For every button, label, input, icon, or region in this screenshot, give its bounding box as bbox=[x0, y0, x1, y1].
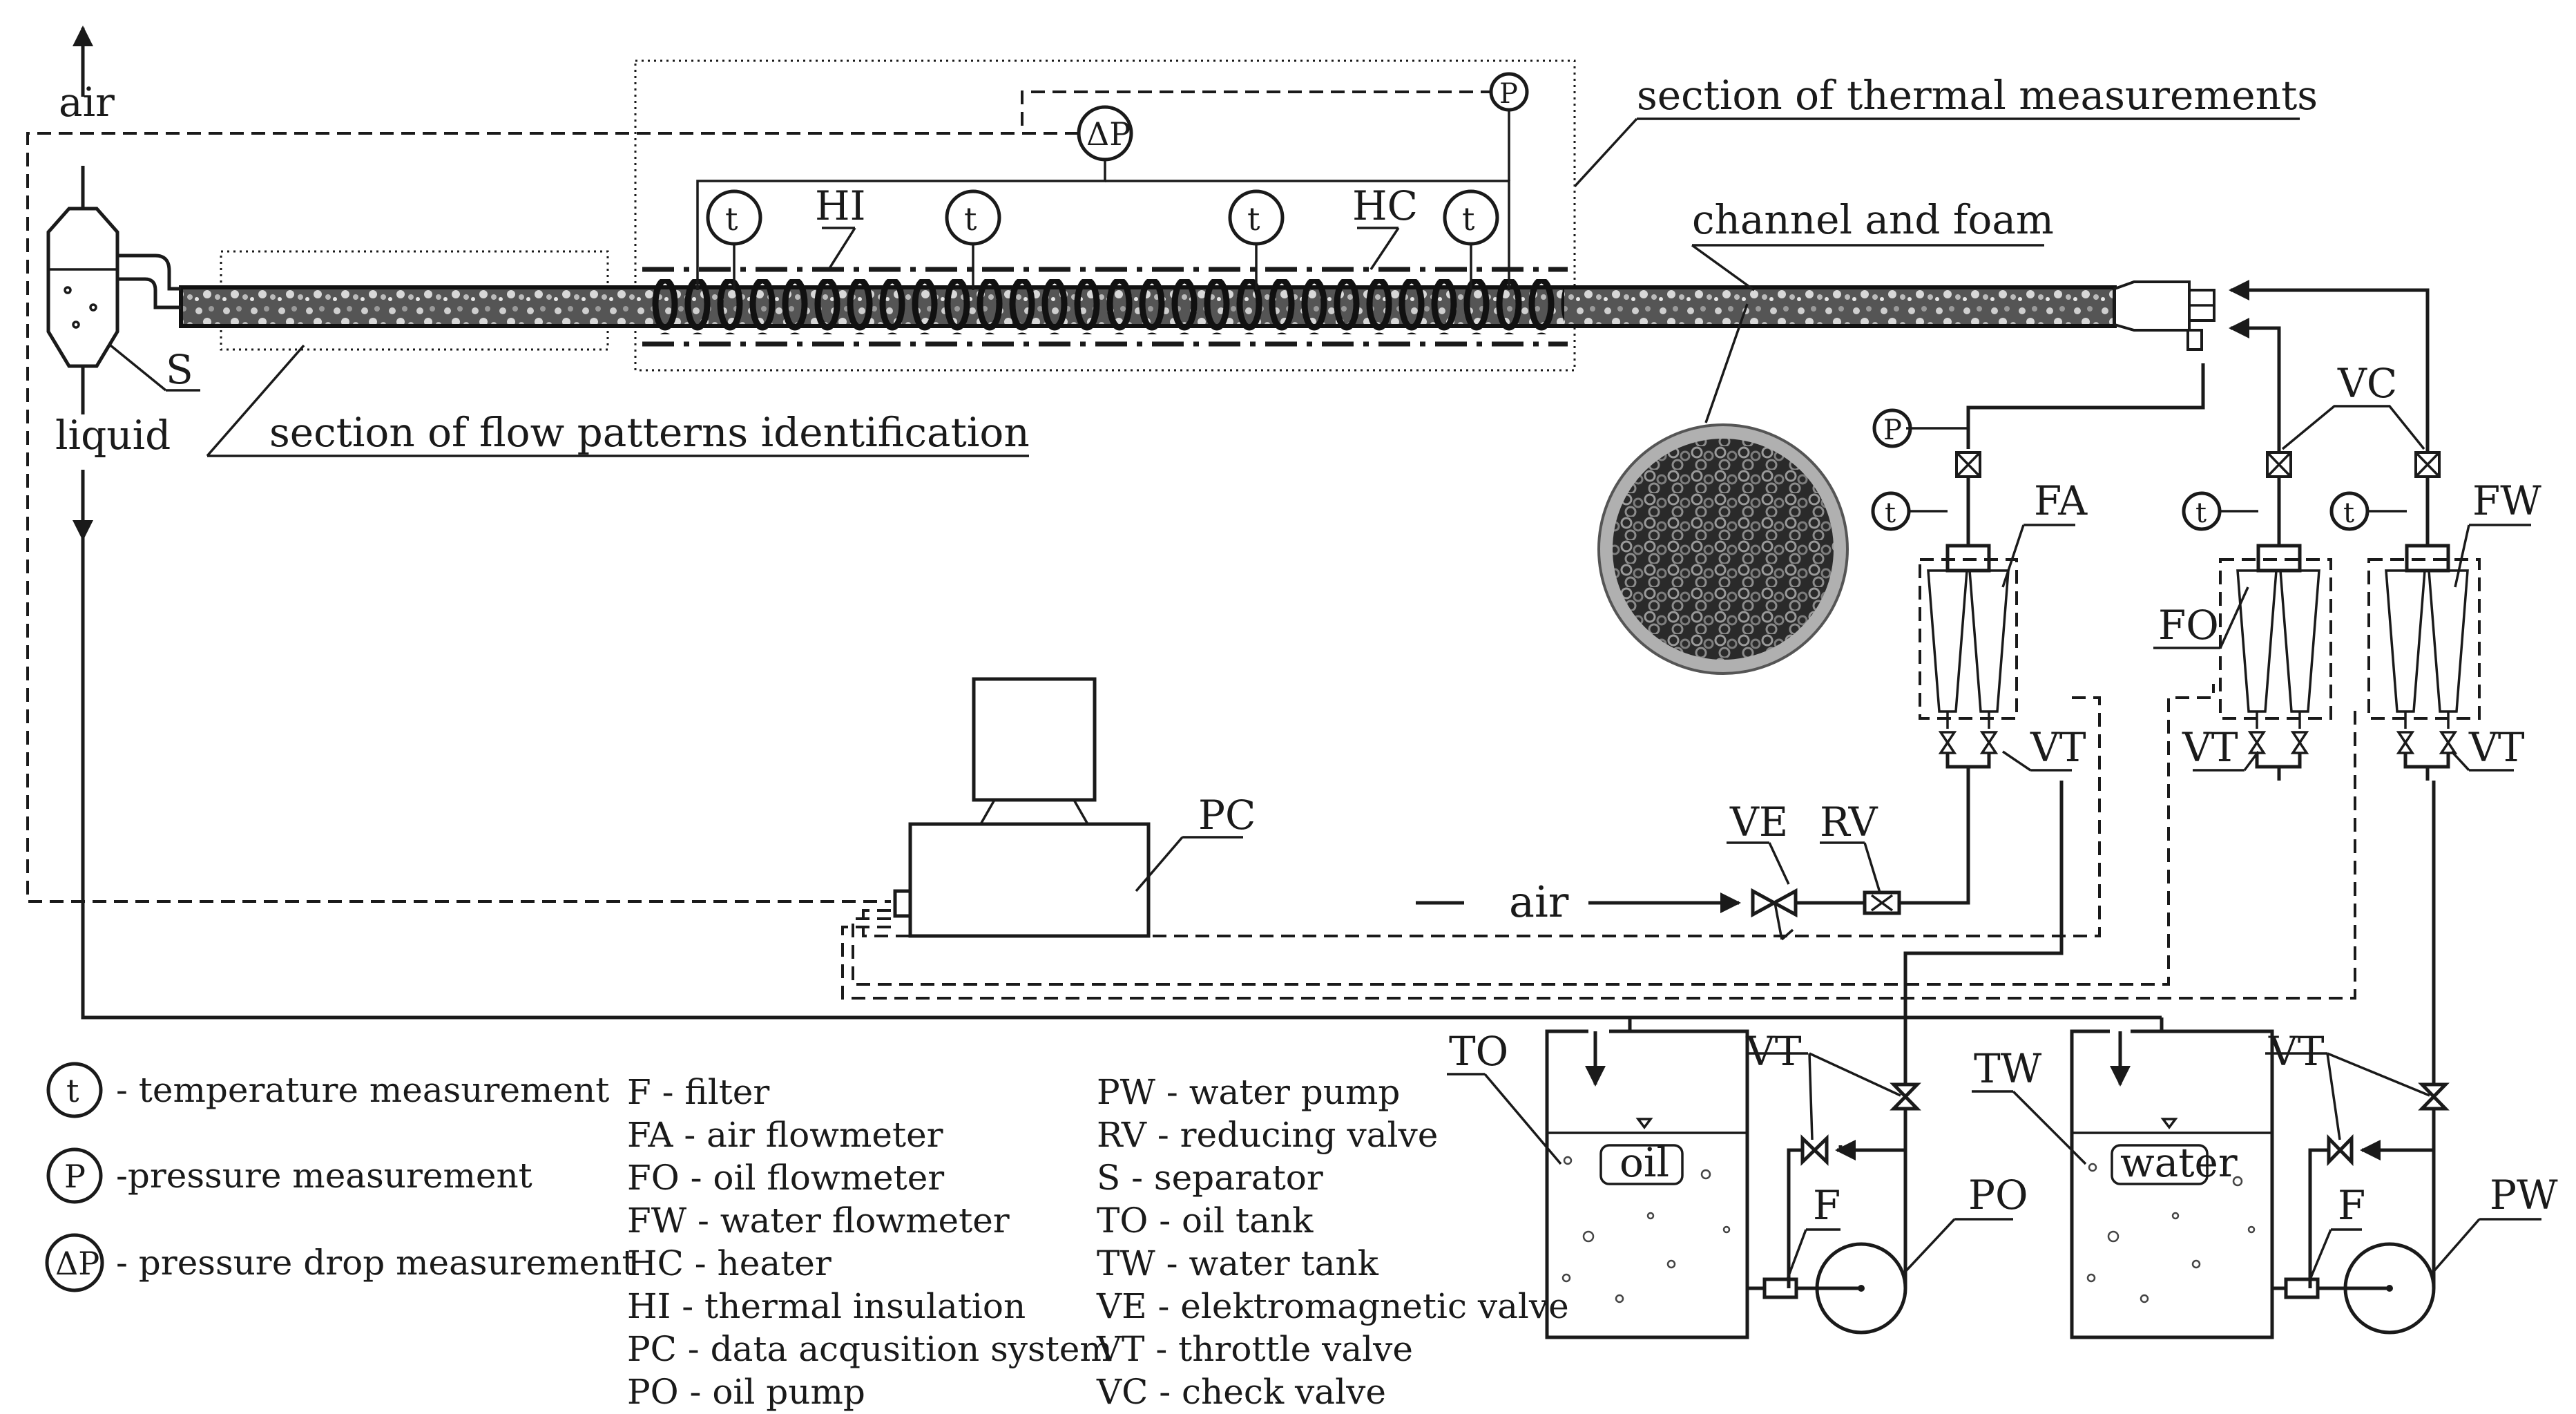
flow-section-label: section of flow patterns identification bbox=[269, 409, 1030, 456]
outlet-fitting bbox=[2113, 280, 2191, 332]
legend-item: HI - thermal insulation bbox=[627, 1286, 1026, 1326]
fo-t-label: t bbox=[2195, 497, 2207, 529]
air-flowmeter bbox=[1919, 544, 2018, 781]
legend-item: VT - throttle valve bbox=[1096, 1329, 1413, 1369]
heater-coil bbox=[646, 279, 1564, 334]
p-sensor-label: P bbox=[1499, 78, 1518, 110]
legend-item: S - separator bbox=[1097, 1158, 1323, 1198]
legend-item: PC - data acqusition system bbox=[627, 1329, 1113, 1369]
thermal-section-box bbox=[634, 59, 1576, 372]
legend-abbreviations-col2: PW - water pump RV - reducing valve S - … bbox=[1096, 1072, 1569, 1412]
t-sensor-2-label: t bbox=[964, 200, 977, 238]
liquid-outlet-label: liquid bbox=[55, 412, 171, 459]
legend-item: HC - heater bbox=[627, 1243, 832, 1283]
water-throttle-valve-main bbox=[2418, 1082, 2450, 1111]
air-outlet-label: air bbox=[59, 79, 115, 126]
vc-label: VC bbox=[2337, 360, 2397, 407]
electromagnetic-valve bbox=[1751, 888, 1798, 918]
legend-item: FO - oil flowmeter bbox=[627, 1158, 944, 1198]
pw-label: PW bbox=[2490, 1172, 2558, 1219]
legend-item: PO - oil pump bbox=[627, 1372, 865, 1412]
legend-dp-symbol: ΔP bbox=[55, 1245, 99, 1282]
fw-label: FW bbox=[2472, 477, 2541, 524]
vt-oil-label: VT bbox=[1745, 1028, 1802, 1075]
po-label: PO bbox=[1968, 1172, 2028, 1219]
oil-label: oil bbox=[1619, 1139, 1669, 1186]
legend-dp-text: - pressure drop measurement bbox=[116, 1243, 636, 1283]
fa-label: FA bbox=[2034, 477, 2088, 524]
water-filter bbox=[2284, 1277, 2320, 1299]
air-inlet-label: air bbox=[1509, 877, 1569, 927]
legend-item: VE - elektromagnetic valve bbox=[1096, 1286, 1569, 1326]
legend-symbols: t - temperature measurement P -pressure … bbox=[45, 1062, 636, 1292]
pc-label: PC bbox=[1198, 792, 1256, 839]
fo-label: FO bbox=[2158, 602, 2219, 649]
legend-t-text: - temperature measurement bbox=[116, 1070, 609, 1110]
hc-label: HC bbox=[1352, 182, 1418, 229]
water-throttle-valve-bypass bbox=[2327, 1134, 2354, 1167]
vt-fw-label: VT bbox=[2468, 724, 2525, 771]
legend-t-symbol: t bbox=[66, 1072, 79, 1109]
oil-throttle-valve-main bbox=[1890, 1082, 1921, 1111]
water-label: water bbox=[2120, 1139, 2238, 1186]
oil-flowmeter bbox=[2219, 544, 2332, 781]
water-tank-label-box bbox=[2111, 1144, 2209, 1185]
legend-p-text: -pressure measurement bbox=[116, 1156, 532, 1196]
f-oil-label: F bbox=[1813, 1182, 1840, 1229]
channel-foam-label: channel and foam bbox=[1692, 196, 2054, 243]
thermal-section-label: section of thermal measurements bbox=[1637, 72, 2318, 119]
legend-item: PW - water pump bbox=[1097, 1072, 1400, 1112]
fa-p-label: P bbox=[1883, 414, 1902, 446]
separator-label: S bbox=[166, 346, 193, 393]
t-sensor-4-label: t bbox=[1462, 200, 1475, 238]
legend-item: FA - air flowmeter bbox=[627, 1115, 943, 1155]
t-sensor-3-label: t bbox=[1247, 200, 1260, 238]
legend-item: VC - check valve bbox=[1096, 1372, 1386, 1412]
vt-fo-label: VT bbox=[2182, 724, 2238, 771]
legend-item: F - filter bbox=[627, 1072, 769, 1112]
oil-filter bbox=[1762, 1277, 1798, 1299]
legend-abbreviations-col1: F - filter FA - air flowmeter FO - oil f… bbox=[627, 1072, 1113, 1412]
fa-t-label: t bbox=[1885, 497, 1896, 529]
legend-item: RV - reducing valve bbox=[1097, 1115, 1438, 1155]
legend-item: TO - oil tank bbox=[1097, 1201, 1314, 1241]
water-flowmeter bbox=[2367, 544, 2481, 781]
hi-label: HI bbox=[815, 182, 866, 229]
temperature-sensors bbox=[706, 189, 1499, 290]
legend-item: FW - water flowmeter bbox=[627, 1201, 1010, 1241]
separator-vessel bbox=[46, 207, 119, 368]
legend-item: TW - water tank bbox=[1097, 1243, 1379, 1283]
oil-throttle-valve-bypass bbox=[1800, 1134, 1829, 1166]
data-acquisition-pc bbox=[893, 677, 1243, 938]
tw-label: TW bbox=[1974, 1045, 2042, 1092]
dp-sensor-label: ΔP bbox=[1086, 115, 1131, 153]
t-sensor-1-label: t bbox=[725, 200, 738, 238]
rv-label: RV bbox=[1820, 799, 1878, 845]
ve-label: VE bbox=[1729, 799, 1788, 845]
vt-water-label: VT bbox=[2268, 1028, 2325, 1075]
vt-fa-label: VT bbox=[2030, 724, 2086, 771]
oil-tank-label-box bbox=[1599, 1144, 1684, 1185]
legend-p-symbol: P bbox=[64, 1158, 86, 1195]
to-label: TO bbox=[1449, 1028, 1508, 1075]
f-water-label: F bbox=[2338, 1182, 2365, 1229]
fw-t-label: t bbox=[2343, 497, 2354, 529]
